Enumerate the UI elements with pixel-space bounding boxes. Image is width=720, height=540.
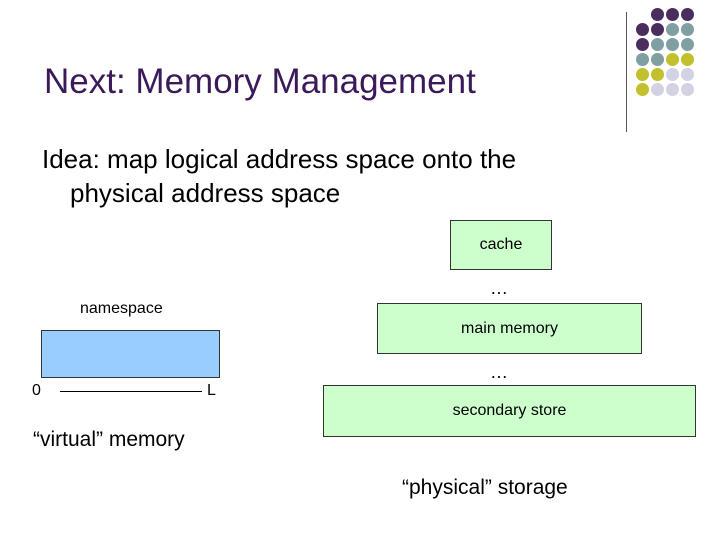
axis-end-label: L (207, 382, 216, 399)
bullet-text: Idea: map logical address space onto the… (42, 142, 622, 210)
namespace-label: namespace (80, 300, 163, 317)
decorative-dot (636, 23, 649, 36)
decorative-dot (636, 68, 649, 81)
decorative-dot (681, 23, 694, 36)
decorative-dot (636, 83, 649, 96)
decorative-divider (626, 12, 627, 132)
address-axis-line (60, 391, 202, 392)
ellipsis-bottom: … (490, 362, 508, 382)
bullet-line-1: Idea: map logical address space onto the (42, 144, 517, 174)
secondary-store-box: secondary store (323, 385, 696, 437)
decorative-dot (651, 23, 664, 36)
decorative-dot (651, 38, 664, 51)
bullet-line-2: physical address space (70, 178, 341, 208)
main-memory-box: main memory (377, 303, 642, 354)
decorative-dot (651, 68, 664, 81)
decorative-dot (666, 53, 679, 66)
main-memory-label: main memory (461, 319, 558, 337)
slide-title: Next: Memory Management (44, 62, 476, 101)
cache-label: cache (479, 236, 523, 253)
decorative-dot (651, 83, 664, 96)
decorative-dot (681, 68, 694, 81)
decorative-dot (636, 53, 649, 66)
decorative-dot (666, 83, 679, 96)
decorative-dot (681, 38, 694, 51)
virtual-memory-caption: “virtual” memory (33, 428, 185, 451)
decorative-dot (651, 8, 664, 21)
decorative-dot (666, 68, 679, 81)
decorative-dot (666, 23, 679, 36)
decorative-dot (651, 53, 664, 66)
decorative-dot (681, 83, 694, 96)
decorative-dot (666, 8, 679, 21)
cache-box: cache (450, 220, 552, 270)
decorative-dot (681, 53, 694, 66)
physical-storage-caption: “physical” storage (402, 476, 568, 499)
decorative-dot (681, 8, 694, 21)
decorative-dot (636, 38, 649, 51)
axis-start-label: 0 (32, 382, 41, 399)
ellipsis-top: … (490, 278, 508, 298)
namespace-box (41, 330, 220, 378)
secondary-store-label: secondary store (452, 402, 567, 419)
decorative-dot (666, 38, 679, 51)
